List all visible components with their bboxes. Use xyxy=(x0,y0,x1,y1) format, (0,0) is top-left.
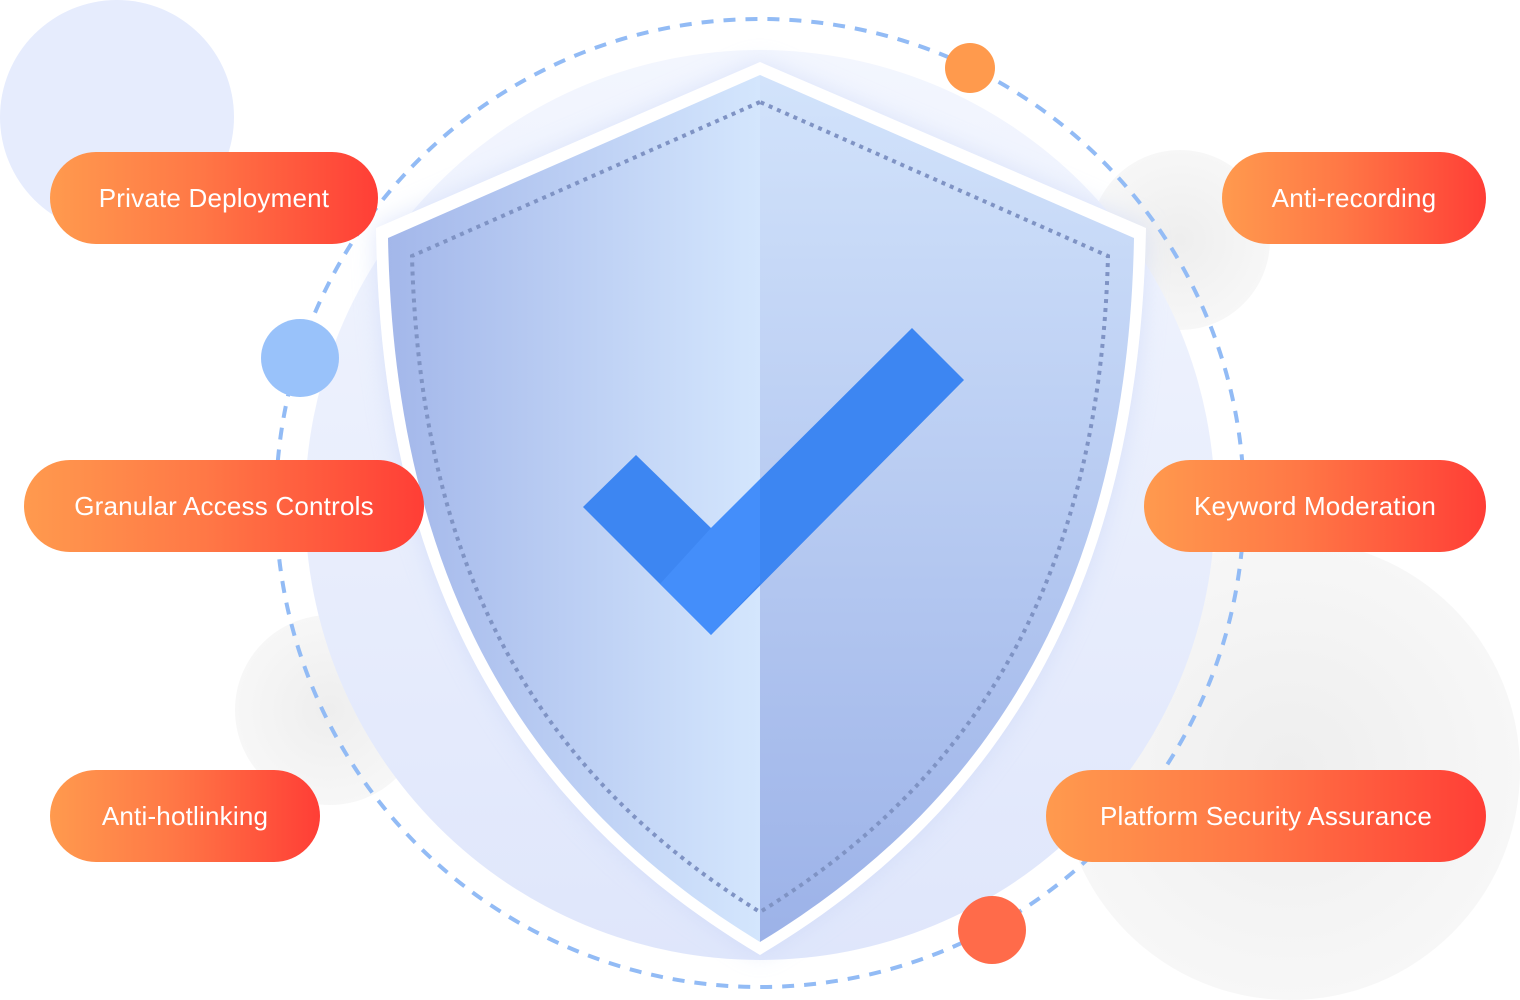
dot-orange xyxy=(945,43,995,93)
feature-keyword-moderation[interactable]: Keyword Moderation xyxy=(1144,460,1486,552)
feature-anti-hotlinking[interactable]: Anti-hotlinking xyxy=(50,770,320,862)
checkmark-icon xyxy=(583,328,964,635)
dot-red xyxy=(958,896,1026,964)
feature-platform-security-assurance[interactable]: Platform Security Assurance xyxy=(1046,770,1486,862)
shield-check-icon xyxy=(376,62,1146,955)
dot-blue xyxy=(261,319,339,397)
feature-anti-recording[interactable]: Anti-recording xyxy=(1222,152,1486,244)
feature-private-deployment[interactable]: Private Deployment xyxy=(50,152,378,244)
feature-granular-access-controls[interactable]: Granular Access Controls xyxy=(24,460,424,552)
